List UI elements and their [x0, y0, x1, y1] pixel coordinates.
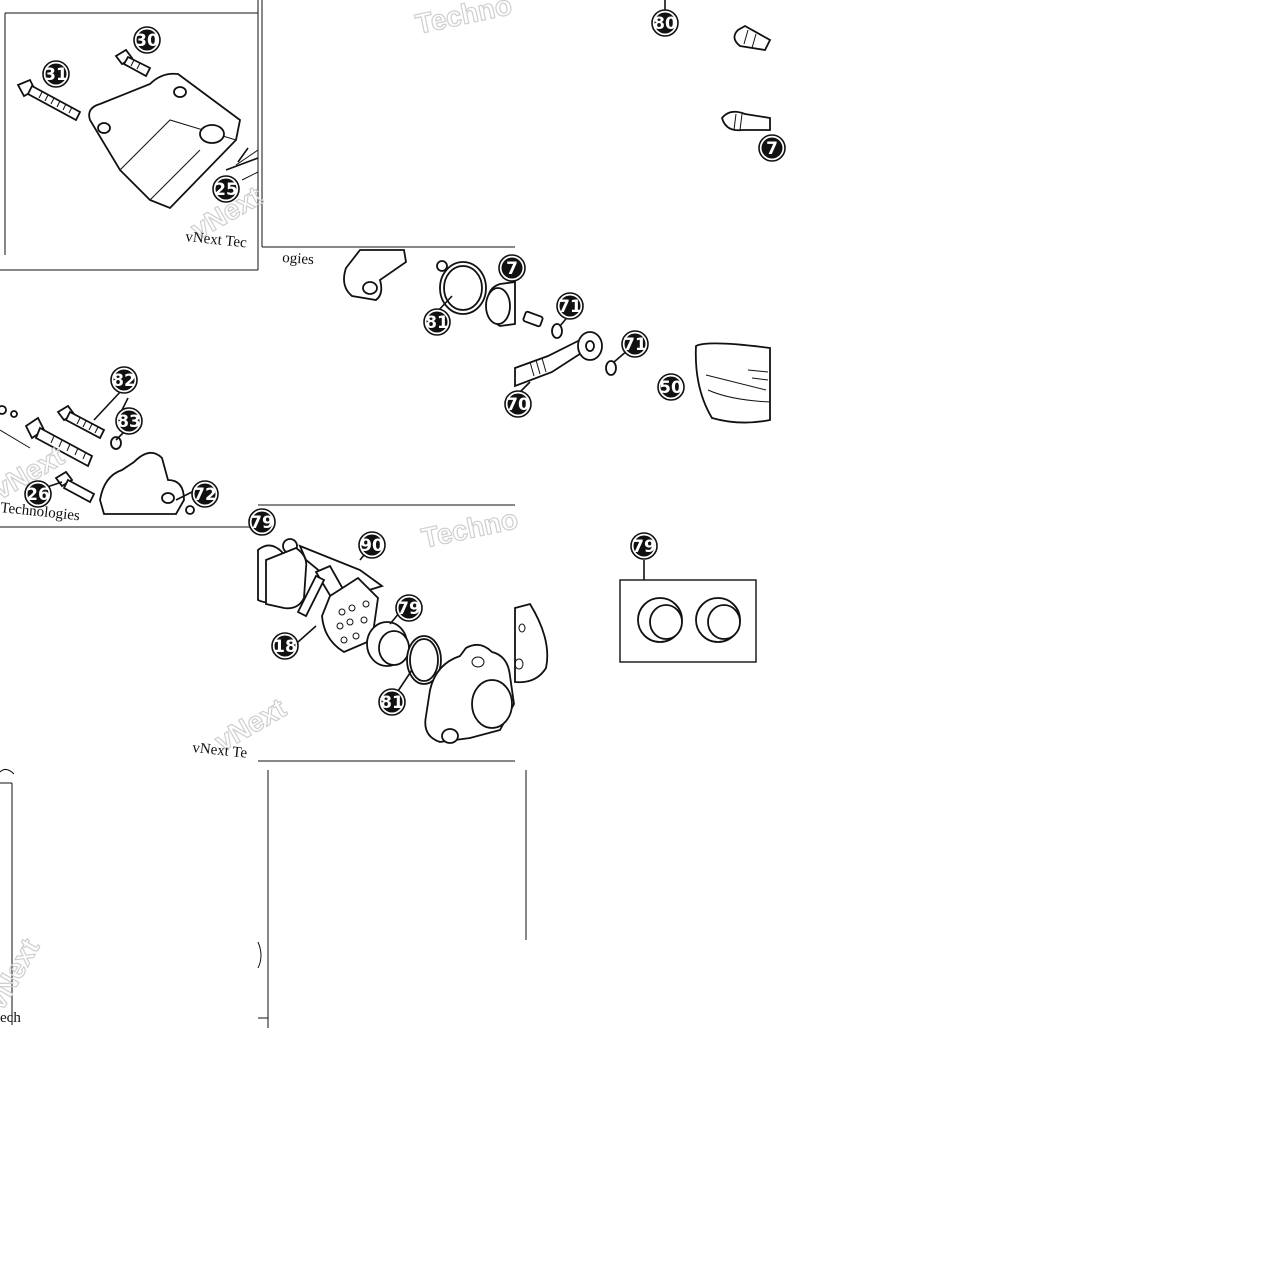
tile-frames [0, 0, 527, 1028]
callout-83: 83 [115, 407, 143, 435]
callout-79: 79 [395, 594, 423, 622]
callout-label: 30 [135, 31, 159, 51]
bolt-30-drawing [114, 48, 152, 78]
callout-90: 90 [358, 531, 386, 559]
callout-fill [398, 597, 420, 619]
callout-label: 50 [659, 378, 683, 398]
callout-31: 31 [42, 60, 70, 88]
piston-kit [619, 560, 757, 663]
caliper-bolts-and-housing [0, 404, 195, 515]
callout-71: 71 [621, 330, 649, 358]
callout-80: 80 [651, 9, 679, 37]
callout-79: 79 [248, 508, 276, 536]
caliper-piston-seals [343, 249, 516, 327]
callout-fill [761, 137, 783, 159]
brake-hose-assembly [514, 310, 771, 424]
callout-label: 7 [766, 139, 778, 159]
callout-fill [426, 311, 448, 333]
callout-label: 81 [425, 313, 449, 333]
callout-7: 7 [758, 134, 786, 162]
fragments [0, 768, 262, 969]
callout-fill [27, 483, 49, 505]
callout-label: 72 [193, 485, 217, 505]
callout-fill [118, 410, 140, 432]
callout-label: 83 [117, 412, 141, 432]
callout-fill [215, 178, 237, 200]
callout-label: 79 [397, 599, 421, 619]
callout-26: 26 [24, 480, 52, 508]
watermark-vnext-4: vNext [0, 933, 45, 1015]
callout-fill [507, 393, 529, 415]
callout-label: 70 [506, 395, 530, 415]
callout-30: 30 [133, 26, 161, 54]
callout-fill [559, 295, 581, 317]
brake-pads-and-pistons [257, 538, 549, 744]
callout-81: 81 [378, 688, 406, 716]
callout-7: 7 [498, 254, 526, 282]
callout-label: 81 [380, 693, 404, 713]
watermark-ogies: ogies [282, 250, 315, 268]
callout-fill [660, 376, 682, 398]
watermark-vnext-te: vNext Te [192, 740, 249, 762]
callout-71: 71 [556, 292, 584, 320]
callout-fill [633, 535, 655, 557]
watermark-ech: ech [0, 1010, 21, 1026]
callout-fill [381, 691, 403, 713]
callout-fill [251, 511, 273, 533]
callout-fill [136, 29, 158, 51]
hose-fitting-top [664, 0, 772, 132]
callout-81: 81 [423, 308, 451, 336]
callout-label: 79 [250, 513, 274, 533]
callout-label: 7 [506, 259, 518, 279]
brake-caliper-bracket [16, 48, 259, 210]
callout-82: 82 [110, 366, 138, 394]
callout-label: 26 [26, 485, 50, 505]
callout-label: 71 [558, 297, 582, 317]
callout-label: 71 [623, 335, 647, 355]
leader-lines [43, 83, 629, 701]
callout-label: 31 [44, 65, 68, 85]
callout-50: 50 [657, 373, 685, 401]
watermark-techno-top: Techno [413, 0, 515, 40]
callout-79: 79 [630, 532, 658, 560]
callout-fill [194, 483, 216, 505]
watermark-techno-mid: Techno [419, 503, 521, 554]
callout-fill [45, 63, 67, 85]
callout-72: 72 [191, 480, 219, 508]
callout-70: 70 [504, 390, 532, 418]
callout-fill [361, 534, 383, 556]
callout-label: 80 [653, 14, 677, 34]
watermark-vnext-tec: vNext Tec [185, 229, 248, 251]
callout-label: 82 [112, 371, 136, 391]
callout-label: 18 [273, 637, 297, 657]
callout-18: 18 [271, 632, 299, 660]
callout-fill [113, 369, 135, 391]
callouts: 31 30 25 80 7 7 81 71 71 50 70 82 83 26 72 79 90 79 18 81 79 [24, 9, 786, 716]
callout-label: 90 [360, 536, 384, 556]
callout-fill [654, 12, 676, 34]
callout-fill [501, 257, 523, 279]
callout-fill [274, 635, 296, 657]
callout-25: 25 [212, 175, 240, 203]
bolt-31-drawing [16, 78, 82, 122]
callout-label: 25 [214, 180, 238, 200]
callout-fill [624, 333, 646, 355]
callout-label: 79 [632, 537, 656, 557]
